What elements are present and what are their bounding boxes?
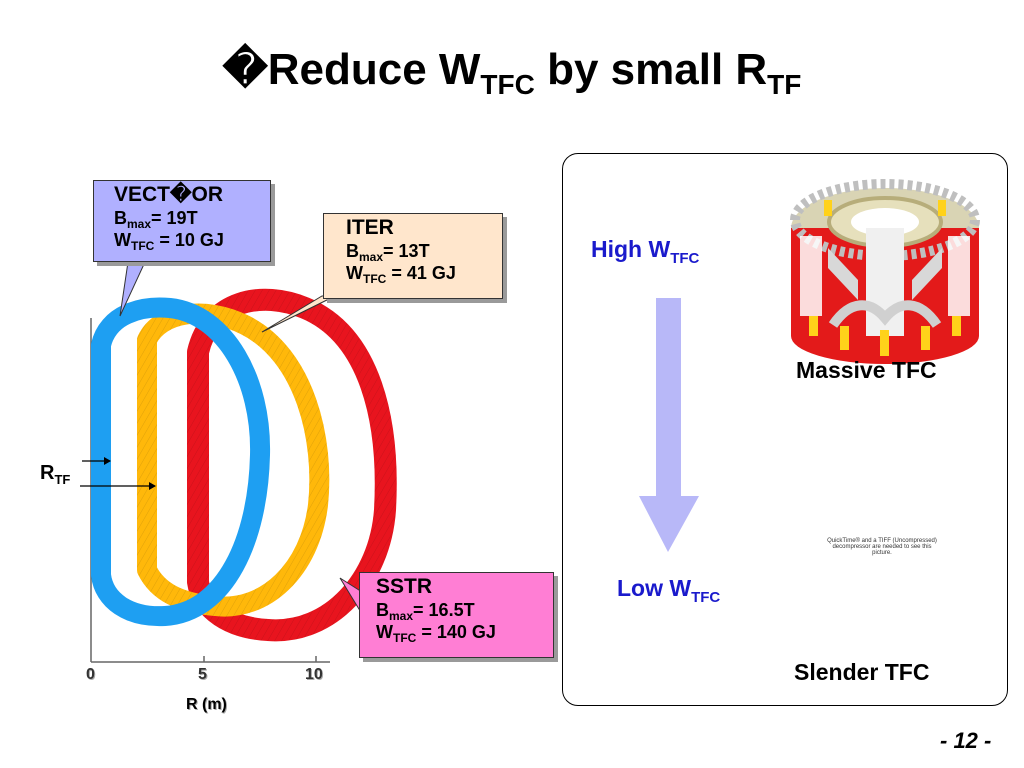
rtf-label: RTF xyxy=(40,462,71,487)
rtf-arrow-outer xyxy=(149,482,156,490)
down-arrow xyxy=(639,298,699,552)
high-wtfc-label: High WTFC xyxy=(591,236,700,267)
sstr-bmax: Bmax= 16.5T xyxy=(376,600,475,623)
iter-wtfc: WTFC = 41 GJ xyxy=(346,263,456,286)
comparison-panel xyxy=(562,153,1008,706)
page-title: �Reduce WTFC by small RTF xyxy=(222,45,802,100)
page-number: - 12 - xyxy=(940,728,992,753)
vector-name: VECT�OR xyxy=(114,183,224,206)
vector-bmax: Bmax= 19T xyxy=(114,208,198,231)
x-tick-label-0: 0 xyxy=(86,666,95,683)
x-tick-label-10: 10 xyxy=(305,666,323,683)
low-wtfc-label: Low WTFC xyxy=(617,575,721,606)
x-axis-label: R (m) xyxy=(186,696,227,713)
iter-callout: ITER Bmax= 13T WTFC = 41 GJ xyxy=(323,213,503,299)
massive-tfc-image xyxy=(790,179,980,364)
vector-coil xyxy=(91,297,271,627)
sstr-callout: SSTR Bmax= 16.5T WTFC = 140 GJ xyxy=(359,572,554,658)
vector-wtfc: WTFC = 10 GJ xyxy=(114,230,224,253)
x-tick-label-5: 5 xyxy=(198,666,207,683)
iter-name: ITER xyxy=(346,216,394,239)
slender-tfc-label: Slender TFC xyxy=(794,659,930,685)
sstr-name: SSTR xyxy=(376,575,433,598)
rtf-arrow-inner xyxy=(104,457,111,465)
massive-tfc-label: Massive TFC xyxy=(796,357,937,383)
image-placeholder-text: QuickTime® and a TIFF (Uncompressed) dec… xyxy=(827,538,937,556)
sstr-wtfc: WTFC = 140 GJ xyxy=(376,622,496,645)
vector-callout: VECT�OR Bmax= 19T WTFC = 10 GJ xyxy=(93,180,271,262)
iter-bmax: Bmax= 13T xyxy=(346,241,430,264)
vector-callout-pointer xyxy=(119,261,146,317)
